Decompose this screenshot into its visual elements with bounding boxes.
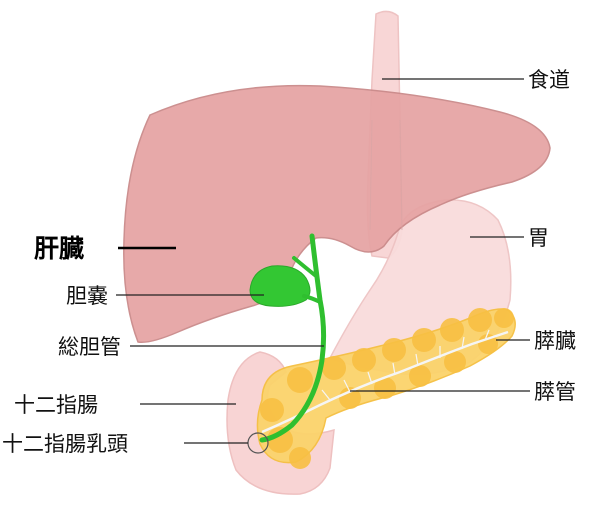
pancreatic-duct-shape xyxy=(261,330,509,434)
esophagus-label: 食道 xyxy=(528,68,570,92)
pancreas-lobules xyxy=(260,308,514,469)
gallbladder-shape xyxy=(249,265,311,307)
bile-duct-shape xyxy=(259,233,327,443)
pancreas-label: 膵臓 xyxy=(534,329,576,353)
common-bile-duct-label: 総胆管 xyxy=(58,335,121,359)
pancreatic-duct-branches xyxy=(321,329,490,401)
esophagus-overlay xyxy=(369,119,403,231)
liver-label: 肝臓 xyxy=(34,234,84,263)
liver-shape xyxy=(123,84,551,344)
duodenal-papilla-label: 十二指腸乳頭 xyxy=(2,432,128,456)
gallbladder-label: 胆嚢 xyxy=(66,284,108,308)
pancreatic-duct-label: 膵管 xyxy=(534,380,576,404)
stomach-label: 胃 xyxy=(528,226,549,250)
duodenum-label: 十二指腸 xyxy=(14,393,98,417)
